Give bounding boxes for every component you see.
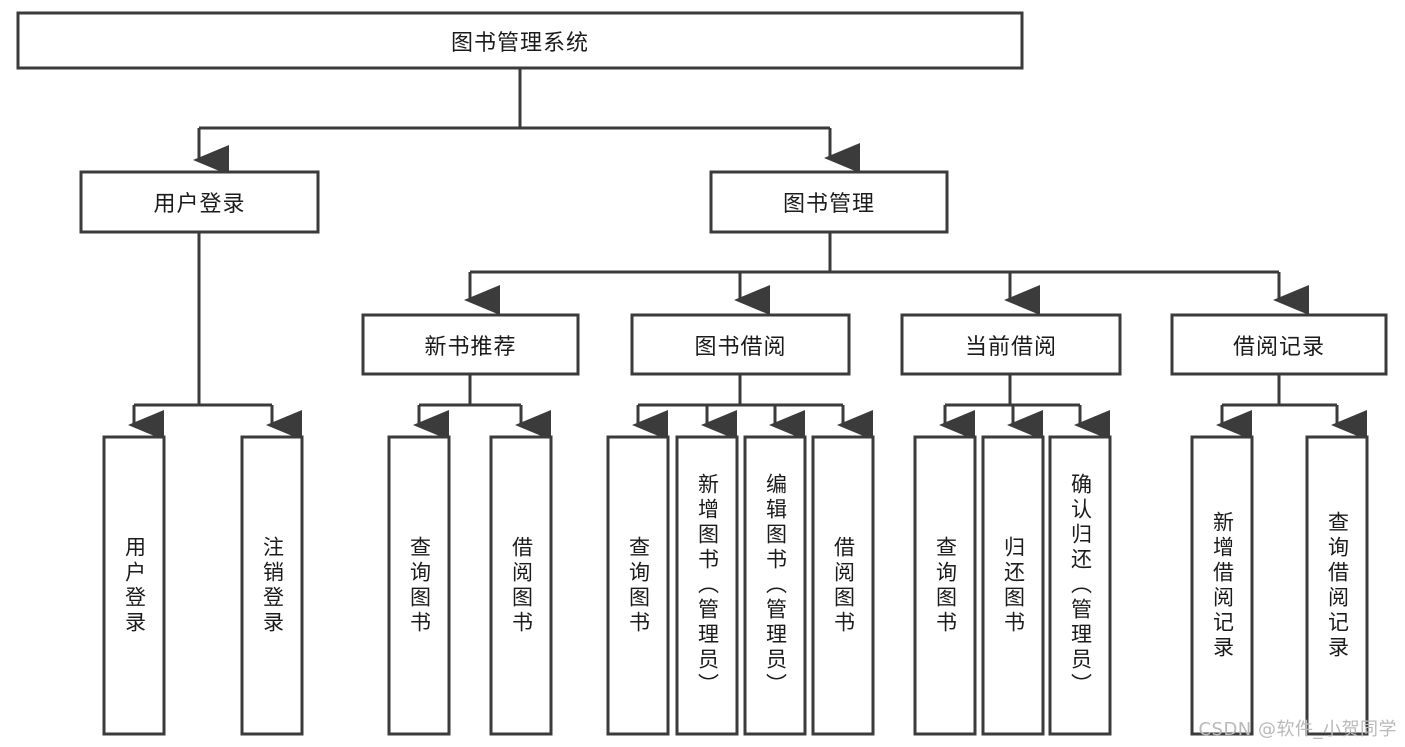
node-root-system[interactable] [16,11,1024,70]
node-leaf-query-book-2[interactable] [606,435,670,736]
node-book-manage[interactable] [709,170,949,234]
csdn-watermark: CSDN @软件_小贺同学 [1198,719,1397,740]
node-leaf-edit-book[interactable] [743,435,807,736]
node-leaf-query-record[interactable] [1305,435,1369,736]
node-leaf-borrow-book-1[interactable] [489,435,553,736]
node-new-book-rec[interactable] [361,313,580,376]
node-current-borrow[interactable] [900,313,1122,376]
node-leaf-user-login[interactable] [102,435,166,736]
node-leaf-return-book[interactable] [981,435,1045,736]
node-leaf-add-record[interactable] [1190,435,1254,736]
node-leaf-add-book[interactable] [675,435,739,736]
node-leaf-query-book-1[interactable] [387,435,451,736]
node-leaf-logout-login[interactable] [240,435,304,736]
node-leaf-borrow-book-2[interactable] [811,435,875,736]
node-borrow-record[interactable] [1170,313,1388,376]
node-leaf-confirm-return[interactable] [1048,435,1112,736]
node-book-borrow[interactable] [630,313,851,376]
node-leaf-query-book-3[interactable] [913,435,977,736]
node-user-login[interactable] [79,170,320,234]
